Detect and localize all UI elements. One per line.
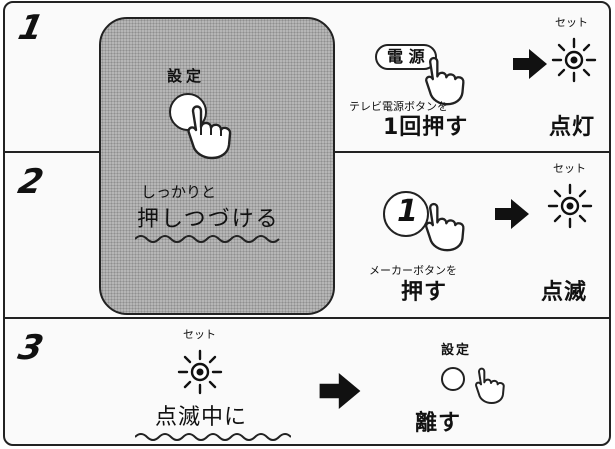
step2-panel-text-big: 押しつづける bbox=[137, 207, 280, 232]
step2-led-label: セット bbox=[553, 162, 586, 175]
step3-action: 離す bbox=[415, 411, 462, 436]
hand-press-icon bbox=[425, 202, 465, 252]
step1-result: 点灯 bbox=[549, 115, 596, 140]
arrow-right-icon bbox=[495, 199, 529, 229]
instruction-frame: 1 設定 電 源 テレビ電源ボタンを 1回押す セット 点灯 2 しっかりと 押… bbox=[3, 1, 611, 446]
step1-instruction-big: 1回押す bbox=[383, 115, 469, 140]
step2-panel-text-small: しっかりと bbox=[141, 183, 217, 201]
setting-button-release[interactable] bbox=[441, 367, 465, 391]
step-number-1: 1 bbox=[14, 8, 47, 48]
step2-instruction-big: 押す bbox=[401, 280, 448, 305]
step1-led-label: セット bbox=[555, 16, 588, 29]
tv-power-button[interactable]: 電 源 bbox=[375, 44, 437, 70]
step1-instruction-small: テレビ電源ボタンを bbox=[349, 100, 448, 113]
wavy-underline bbox=[135, 235, 280, 243]
led-light-icon bbox=[551, 37, 597, 83]
step-number-2: 2 bbox=[14, 162, 47, 202]
step2-result: 点滅 bbox=[541, 280, 588, 305]
step3-left-caption: 点滅中に bbox=[155, 405, 248, 430]
step3-setting-label: 設定 bbox=[441, 343, 472, 358]
maker-button-1-label: 1 bbox=[397, 194, 418, 229]
arrow-right-icon bbox=[513, 49, 547, 79]
step3-led-label: セット bbox=[183, 328, 216, 341]
arrow-right-icon bbox=[319, 373, 361, 409]
setting-button-label: 設定 bbox=[167, 67, 206, 85]
setting-panel bbox=[99, 17, 335, 315]
row-divider-2 bbox=[5, 317, 609, 319]
step2-instruction-small: メーカーボタンを bbox=[369, 264, 457, 277]
hand-press-icon bbox=[187, 105, 232, 160]
hand-release-icon bbox=[475, 367, 505, 404]
wavy-underline bbox=[135, 433, 291, 441]
hand-press-icon bbox=[425, 56, 465, 106]
step-number-3: 3 bbox=[14, 328, 47, 368]
maker-button-1[interactable] bbox=[383, 191, 429, 237]
led-light-icon bbox=[547, 183, 593, 229]
led-light-icon bbox=[177, 349, 223, 395]
